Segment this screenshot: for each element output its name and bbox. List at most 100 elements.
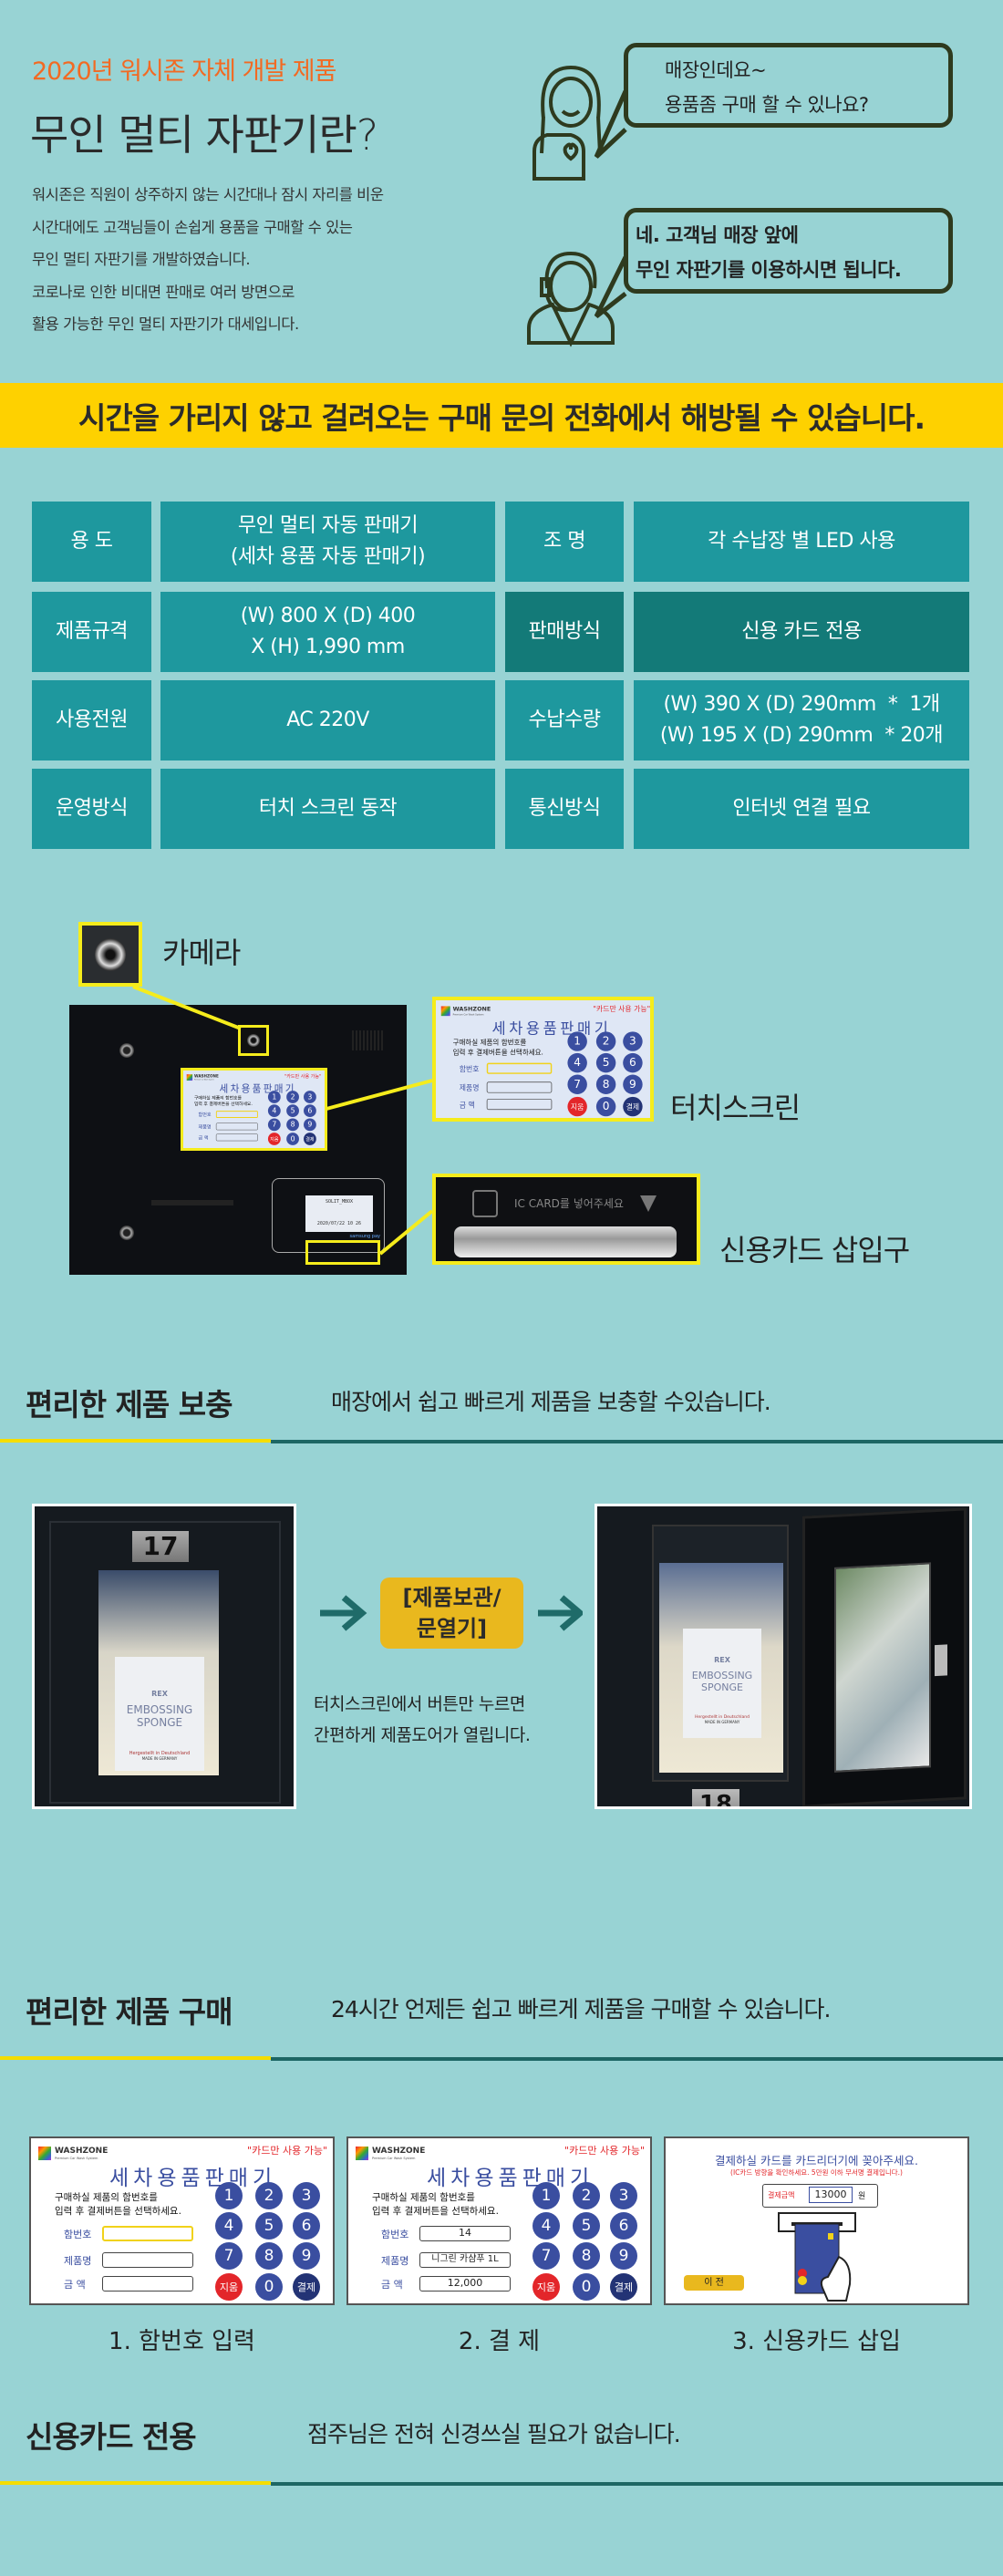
keypad-key[interactable]: 1 [567, 1031, 587, 1051]
keypad-key[interactable]: 5 [286, 1104, 299, 1118]
product-name-label: 제품명 [381, 2255, 409, 2267]
product-name: EMBOSSING [691, 1670, 753, 1681]
bubble-line: 매장인데요~ [665, 59, 767, 81]
pay-key[interactable]: 결제 [610, 2273, 637, 2301]
keypad-key[interactable]: 9 [610, 2242, 637, 2270]
clear-key[interactable]: 지움 [567, 1096, 587, 1117]
keypad-key[interactable]: 4 [215, 2212, 243, 2240]
restock-desc: 터치스크린에서 버튼만 누르면 간편하게 제품도어가 열립니다. [314, 1689, 531, 1751]
keypad-key[interactable]: 8 [255, 2242, 283, 2270]
camera-lens-icon [95, 938, 126, 971]
brand-name: WASHZONE [372, 2147, 426, 2156]
keypad-key[interactable]: 0 [573, 2273, 600, 2301]
bubble-line: 무인 자판기를 이용하시면 됩니다. [636, 259, 902, 281]
amount-field[interactable] [486, 1098, 553, 1111]
clear-key[interactable]: 지움 [533, 2273, 560, 2301]
paragraph-line: 활용 가능한 무인 멀티 자판기가 대세입니다. [32, 316, 299, 333]
keypad-key[interactable]: 7 [533, 2242, 560, 2270]
card-only-note: "카드만 사용 가능" [284, 1073, 322, 1080]
keypad-key[interactable]: 4 [533, 2212, 560, 2240]
keypad-key[interactable]: 6 [293, 2212, 320, 2240]
locker-number: 17 [132, 1531, 189, 1562]
product-name-field[interactable] [486, 1081, 553, 1093]
people-illustration [527, 65, 615, 347]
clear-key[interactable]: 지움 [267, 1133, 281, 1145]
machine-photo: SOLIT_MBOX 2020/07/22 10 26 samsung pay … [69, 1005, 407, 1275]
product-origin: Hergestellt in Deutschland [129, 1751, 191, 1756]
keypad-key[interactable]: 9 [293, 2242, 320, 2270]
product-bag: REX EMBOSSING SPONGE Hergestellt in Deut… [98, 1570, 219, 1775]
brand-tagline: Premium Car Wash System [55, 2157, 98, 2160]
bolt-icon [119, 1043, 134, 1058]
box-number-field[interactable] [486, 1062, 553, 1074]
box-number-field[interactable]: 14 [419, 2226, 511, 2241]
desc-line: 터치스크린에서 버튼만 누르면 [314, 1694, 525, 1714]
locker-compartment: REX EMBOSSING SPONGE Hergestellt in Deut… [652, 1525, 789, 1782]
washzone-logo-icon [38, 2147, 51, 2160]
box-number-field[interactable] [215, 1111, 258, 1118]
card-only-note: "카드만 사용 가능" [564, 2145, 645, 2157]
spec-value: 신용 카드 전용 [634, 592, 969, 672]
keypad-key[interactable]: 1 [267, 1091, 281, 1103]
keypad-key[interactable]: 9 [304, 1118, 316, 1132]
intro-kicker: 2020년 워시존 자체 개발 제품 [32, 57, 336, 86]
keypad-key[interactable]: 5 [595, 1052, 616, 1073]
product-name-field[interactable]: 니그린 카샴푸 1L [419, 2252, 511, 2268]
clear-key[interactable]: 지움 [215, 2273, 243, 2301]
keypad-key[interactable]: 2 [595, 1031, 616, 1051]
keypad-key[interactable]: 3 [293, 2182, 320, 2209]
camera-highlight [238, 1025, 269, 1056]
keypad-key[interactable]: 6 [610, 2212, 637, 2240]
divider [271, 2057, 1003, 2061]
keypad-key[interactable]: 7 [567, 1074, 587, 1094]
amount-label: 금 액 [459, 1101, 475, 1110]
keypad-key[interactable]: 8 [286, 1118, 299, 1132]
keypad-key[interactable]: 9 [623, 1074, 643, 1094]
arrow-right-icon [538, 1595, 583, 1631]
keypad-key[interactable]: 4 [267, 1104, 281, 1118]
brand-name: WASHZONE [193, 1074, 219, 1079]
keypad-key[interactable]: 3 [610, 2182, 637, 2209]
keypad-key[interactable]: 4 [567, 1052, 587, 1073]
keypad-key[interactable]: 0 [286, 1133, 299, 1145]
back-button[interactable]: 이 전 [684, 2275, 744, 2291]
product-name-field[interactable] [102, 2252, 193, 2268]
amount-field[interactable] [215, 1133, 258, 1142]
screen-payment[interactable]: WASHZONE Premium Car Wash System "카드만 사용… [346, 2136, 652, 2305]
keypad-key[interactable]: 0 [595, 1096, 616, 1117]
spec-label: 수납수량 [505, 680, 624, 760]
keypad-key[interactable]: 2 [573, 2182, 600, 2209]
amount-field[interactable]: 12,000 [419, 2276, 511, 2292]
keypad-key[interactable]: 1 [533, 2182, 560, 2209]
customer-icon [533, 65, 602, 181]
keypad-key[interactable]: 1 [215, 2182, 243, 2209]
instruction-line: 입력 후 결제버튼을 선택하세요. [193, 1102, 253, 1107]
screen-box-number-input[interactable]: WASHZONE Premium Car Wash System "카드만 사용… [29, 2136, 335, 2305]
keypad-key[interactable]: 0 [255, 2273, 283, 2301]
touchscreen-replica: WASHZONE Premium Car Wash System "카드만 사용… [183, 1071, 325, 1148]
box-number-field[interactable] [102, 2226, 193, 2241]
keypad-key[interactable]: 6 [623, 1052, 643, 1073]
keypad-key[interactable]: 8 [595, 1074, 616, 1094]
keypad-key[interactable]: 2 [286, 1091, 299, 1103]
keypad-key[interactable]: 2 [255, 2182, 283, 2209]
brand-name: WASHZONE [452, 1006, 491, 1013]
keypad-key[interactable]: 3 [304, 1091, 316, 1103]
keypad-key[interactable]: 6 [304, 1104, 316, 1118]
pay-key[interactable]: 결제 [623, 1096, 643, 1117]
amount-field[interactable] [102, 2276, 193, 2292]
divider-accent [0, 1439, 271, 1443]
keypad-key[interactable]: 5 [255, 2212, 283, 2240]
screen-card-insert[interactable]: 결제하실 카드를 카드리더기에 꽂아주세요. (IC카드 방향을 확인하세요. … [664, 2136, 969, 2305]
keypad-key[interactable]: 8 [573, 2242, 600, 2270]
pay-key[interactable]: 결제 [304, 1133, 316, 1145]
pay-key[interactable]: 결제 [293, 2273, 320, 2301]
keypad-key[interactable]: 7 [267, 1118, 281, 1132]
keypad-key[interactable]: 7 [215, 2242, 243, 2270]
keypad-key[interactable]: 3 [623, 1031, 643, 1051]
touchscreen-highlight: WASHZONE Premium Car Wash System "카드만 사용… [181, 1068, 327, 1151]
product-name-field[interactable] [215, 1122, 258, 1131]
call-agent-icon [527, 251, 615, 347]
keypad-key[interactable]: 5 [573, 2212, 600, 2240]
washzone-logo-icon [356, 2147, 368, 2160]
